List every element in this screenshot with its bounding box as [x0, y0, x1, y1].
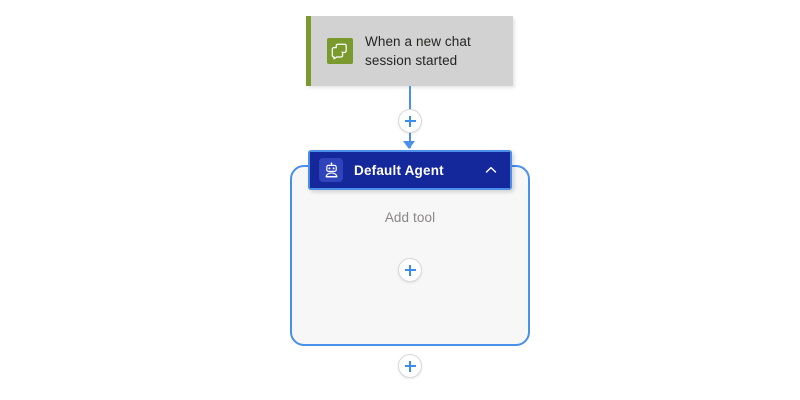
add-tool-label: Add tool: [384, 210, 436, 225]
chevron-up-icon[interactable]: [480, 159, 502, 181]
connector-arrowhead: [403, 141, 415, 149]
add-step-button-top[interactable]: [398, 109, 422, 133]
agent-node-header[interactable]: Default Agent: [310, 152, 510, 188]
add-step-button-bottom[interactable]: [398, 354, 422, 378]
add-tool-button[interactable]: [398, 258, 422, 282]
robot-icon: [319, 158, 343, 182]
chat-bubbles-icon: [327, 38, 353, 64]
agent-node-title: Default Agent: [354, 162, 444, 178]
trigger-title: When a new chat session started: [365, 34, 471, 68]
trigger-node[interactable]: When a new chat session started: [306, 16, 513, 86]
trigger-accent-bar: [306, 16, 311, 86]
agent-group-container[interactable]: [290, 165, 530, 346]
agent-node[interactable]: Default Agent: [308, 150, 512, 190]
